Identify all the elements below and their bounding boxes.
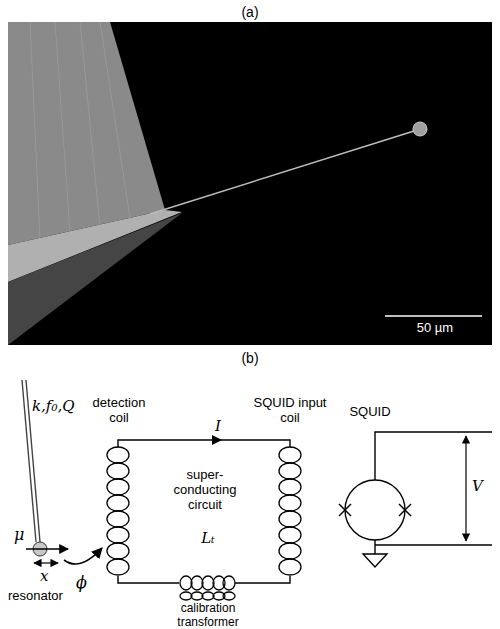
voltage-label: V xyxy=(472,478,490,495)
current-label: I xyxy=(211,418,225,435)
magnetic-particle xyxy=(413,122,427,136)
fiber xyxy=(150,131,414,214)
ground-symbol xyxy=(363,554,387,567)
sem-photo xyxy=(8,22,492,345)
cantilever-body xyxy=(8,22,165,245)
panel-label: (b) xyxy=(235,350,265,366)
squid-loop xyxy=(345,480,405,540)
chip-underside xyxy=(8,213,182,345)
circuit-wires xyxy=(118,440,290,583)
current-arrow xyxy=(212,435,222,445)
input-coil xyxy=(279,447,301,575)
detection-coil xyxy=(107,447,129,575)
parameter-label: k,f₀,Q xyxy=(32,398,92,415)
displacement-label: x xyxy=(40,568,54,585)
cantilever-stripes xyxy=(30,22,130,240)
scale-label: 50 µm xyxy=(395,321,475,336)
squid-leads xyxy=(375,432,492,554)
inductance-label: Lₜ xyxy=(196,530,220,547)
flux-label: ϕ xyxy=(76,574,92,592)
motion-arrow xyxy=(34,562,58,563)
part-label: super-conducting circuit xyxy=(164,468,246,513)
flux-arrow xyxy=(64,548,102,564)
josephson-junctions xyxy=(339,504,411,516)
voltage-arrow xyxy=(465,436,466,541)
panel-label: (a) xyxy=(235,4,265,20)
part-label: detection coil xyxy=(86,396,152,426)
part-label: SQUID xyxy=(340,405,400,420)
part-label: resonator xyxy=(8,589,80,604)
scale-bar xyxy=(385,315,482,317)
part-label: SQUID input coil xyxy=(252,396,328,426)
calibration-transformer xyxy=(180,576,235,600)
moment-label: μ xyxy=(14,526,30,544)
part-label: calibration transformer xyxy=(164,602,252,629)
moment-arrow xyxy=(26,548,68,549)
